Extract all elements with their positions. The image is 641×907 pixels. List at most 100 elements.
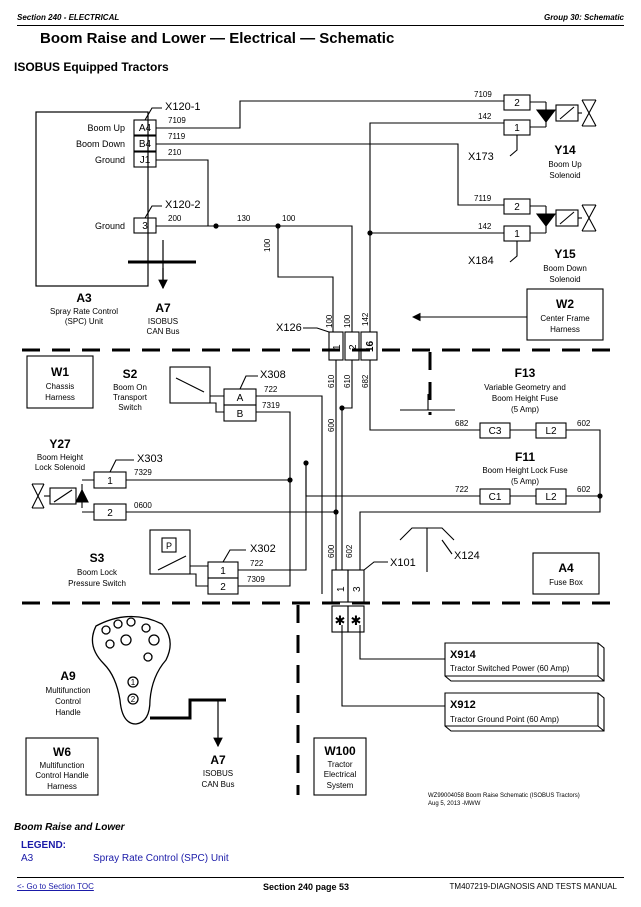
y15-code: Y15	[554, 247, 576, 261]
s2-line1: Boom On	[113, 383, 147, 392]
x914-line1: Tractor Switched Power (60 Amp)	[450, 664, 570, 673]
s3-p-label: P	[166, 541, 172, 551]
f13-pin-l2: L2	[545, 426, 557, 437]
harness-separators	[22, 348, 620, 795]
a3-pin-ground-2: Ground	[95, 221, 125, 231]
a7-top-bus	[128, 240, 196, 290]
y14-solenoid-icon	[535, 99, 597, 127]
x120-1-pin-j1: J1	[140, 155, 151, 166]
f11-line1: Boom Height Lock Fuse	[482, 466, 568, 475]
a3-pin-ground-1: Ground	[95, 155, 125, 165]
x120-1-label: X120-1	[165, 101, 200, 113]
x124-label: X124	[454, 550, 480, 562]
y27-line1: Boom Height	[37, 453, 84, 462]
x126-pin-16: 16	[365, 340, 376, 352]
w100-line1: Tractor	[327, 760, 352, 769]
x101-star-1: ✱	[335, 613, 346, 628]
legend-code: A3	[21, 853, 34, 864]
x302-label: X302	[250, 543, 276, 555]
a7-bottom-line2: CAN Bus	[202, 780, 235, 789]
s2-line3: Switch	[118, 403, 142, 412]
wire-200-label: 200	[168, 214, 182, 223]
w100-line2: Electrical	[324, 770, 357, 779]
a3-pin-boom-up: Boom Up	[87, 123, 125, 133]
x126-pin-2: 2	[348, 344, 359, 350]
s2-switch-icon	[169, 366, 224, 413]
w100-line3: System	[327, 781, 354, 790]
wire-7119b-label: 7119	[474, 194, 492, 203]
wire-0600-label: 0600	[134, 501, 152, 510]
y15-line1: Boom Down	[543, 264, 587, 273]
w6-box	[25, 737, 99, 796]
wire-600a-label: 600	[327, 418, 336, 432]
a4-code: A4	[558, 561, 574, 575]
w1-line1: Chassis	[46, 382, 74, 391]
wire-7109b-label: 7109	[474, 90, 492, 99]
a4-line1: Fuse Box	[549, 578, 583, 587]
w6-line1: Multifunction	[40, 761, 85, 770]
w6-line2: Control Handle	[35, 771, 89, 780]
f11-pin-l2: L2	[545, 492, 557, 503]
a3-spc-unit	[35, 111, 149, 287]
x914-tag	[444, 642, 605, 682]
s2-code: S2	[123, 367, 138, 381]
s3-code: S3	[90, 551, 105, 565]
f13-line3: (5 Amp)	[511, 405, 539, 414]
x126-pin-1: 1	[332, 344, 343, 350]
f11-fuse-block	[479, 488, 567, 505]
s3-switch-icon	[149, 529, 208, 587]
a9-line3: Handle	[55, 708, 81, 717]
x912-line1: Tractor Ground Point (60 Amp)	[450, 715, 559, 724]
wire-722c-label: 722	[455, 485, 469, 494]
wire-682b-label: 682	[455, 419, 469, 428]
f13-code: F13	[515, 366, 536, 380]
y14-line1: Boom Up	[548, 160, 582, 169]
top-wiring	[156, 100, 504, 332]
x101-connector	[331, 561, 388, 633]
w2-line1: Center Frame	[540, 314, 590, 323]
x912-tag	[444, 692, 605, 732]
s3-line2: Pressure Switch	[68, 579, 126, 588]
f11-code: F11	[515, 450, 535, 464]
middle-wiring-junctions	[287, 405, 603, 515]
f11-line2: (5 Amp)	[511, 477, 539, 486]
y14-line2: Solenoid	[549, 171, 580, 180]
x173-pin-1: 1	[514, 123, 520, 134]
section-title: Boom Raise and Lower	[14, 822, 125, 833]
f13-line1: Variable Geometry and	[484, 383, 566, 392]
a3-name-line2: (SPC) Unit	[65, 317, 104, 326]
x101-pin-1: 1	[336, 586, 347, 592]
wire-602b-label: 602	[577, 419, 591, 428]
x303-label: X303	[137, 453, 163, 465]
wire-602c-label: 602	[577, 485, 591, 494]
reference-line2: Aug 5, 2013 -MWW	[428, 801, 481, 807]
wire-7319-label: 7319	[262, 401, 280, 410]
f13-line2: Boom Height Fuse	[492, 394, 559, 403]
wire-610b-label: 610	[343, 374, 352, 388]
w6-line3: Harness	[47, 782, 77, 791]
a9-btn-2: 2	[131, 695, 136, 704]
x184-label: X184	[468, 255, 494, 267]
f13-pin-c3: C3	[489, 426, 502, 437]
wire-600b-label: 600	[327, 544, 336, 558]
middle-wiring	[126, 360, 601, 707]
toc-link[interactable]: <- Go to Section TOC	[17, 882, 94, 891]
a3-name-line1: Spray Rate Control	[50, 307, 118, 316]
page-title: Boom Raise and Lower — Electrical — Sche…	[40, 30, 395, 47]
y14-code: Y14	[554, 143, 576, 157]
wire-7309-label: 7309	[247, 575, 265, 584]
wire-610a-label: 610	[327, 374, 336, 388]
w2-box	[526, 288, 604, 341]
x308-connector	[223, 375, 258, 422]
header-rule	[17, 25, 624, 26]
a9-line1: Multifunction	[46, 686, 91, 695]
page-number: Section 240 page 53	[263, 882, 350, 892]
x302-connector	[207, 549, 246, 595]
x101-label: X101	[390, 557, 416, 569]
a3-code: A3	[76, 291, 92, 305]
x126-label: X126	[276, 322, 302, 334]
y27-solenoid-icon	[31, 479, 94, 513]
w2-line2: Harness	[550, 325, 580, 334]
x173-pin-2: 2	[514, 98, 520, 109]
